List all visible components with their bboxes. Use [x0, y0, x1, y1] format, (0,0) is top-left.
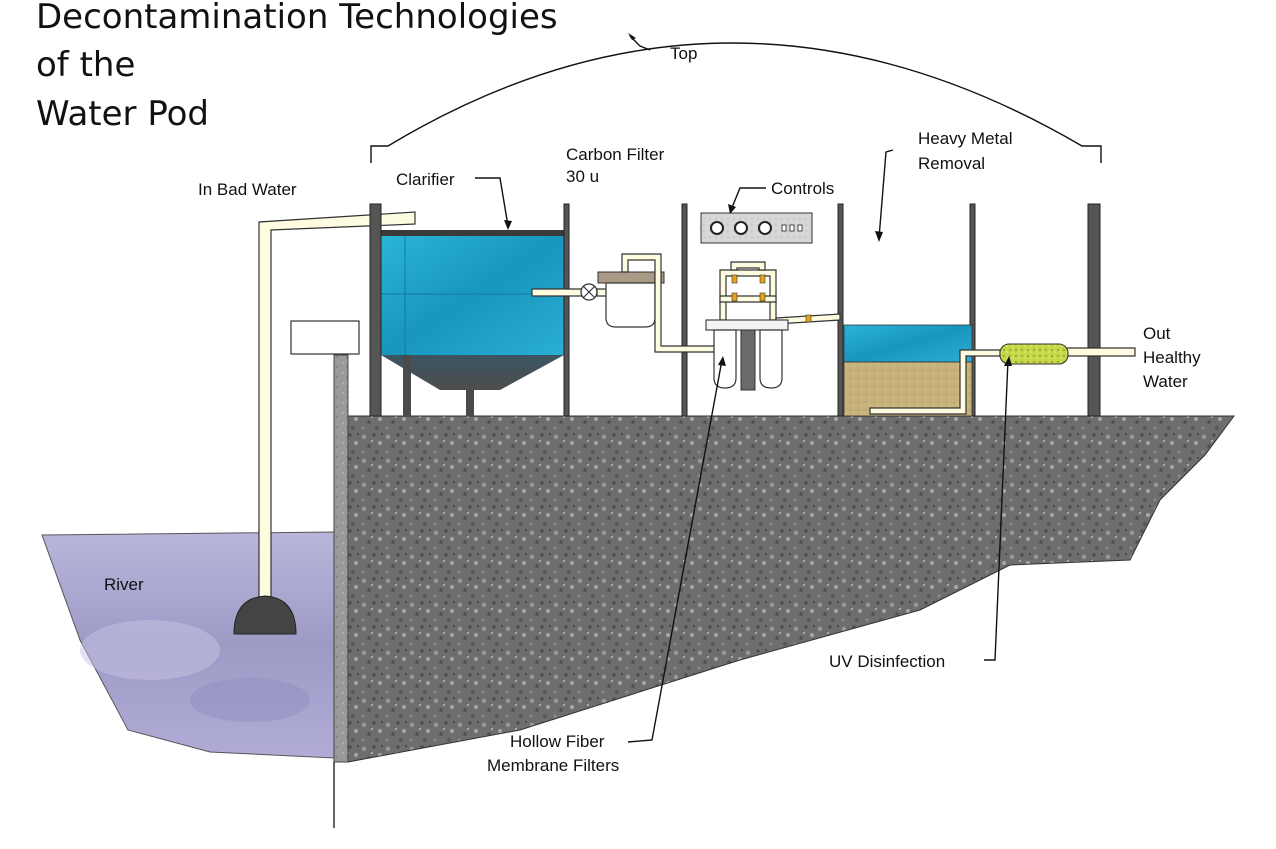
- arrowhead-icon: [504, 220, 512, 230]
- label-out: Out: [1143, 324, 1171, 343]
- support-post: [369, 203, 382, 417]
- carbon-filter-cap: [597, 271, 665, 284]
- clarifier-rim: [381, 230, 564, 236]
- support-post: [681, 203, 688, 417]
- dome-top-outline: [370, 42, 1102, 163]
- control-switch-icon: [797, 224, 803, 232]
- label-heavy-metal-removal: Removal: [918, 154, 985, 173]
- membrane-leader: [627, 359, 723, 743]
- label-membrane-filters: Membrane Filters: [487, 756, 619, 775]
- ground-slab: [347, 415, 1235, 763]
- heavy-metal-leader: [878, 149, 894, 239]
- label-top: Top: [670, 44, 697, 63]
- clarifier-leg: [403, 355, 411, 416]
- control-switch-icon: [789, 224, 795, 232]
- label-uv-disinfection: UV Disinfection: [829, 652, 945, 671]
- label-out-healthy: Healthy: [1143, 348, 1201, 367]
- river-cloud: [80, 620, 220, 680]
- heavy-metal-media: [843, 361, 973, 417]
- label-heavy-metal: Heavy Metal: [918, 129, 1012, 148]
- retaining-wall: [333, 354, 349, 763]
- label-carbon-filter: Carbon Filter: [566, 145, 665, 164]
- valve-cross: [582, 285, 596, 299]
- intake-pump: [233, 595, 297, 635]
- label-river: River: [104, 575, 144, 594]
- membrane-manifold: [705, 261, 841, 391]
- support-post: [969, 203, 976, 417]
- support-post: [837, 203, 844, 417]
- arrowhead-icon: [728, 204, 736, 214]
- label-hollow-fiber: Hollow Fiber: [510, 732, 605, 751]
- clarifier-leader: [475, 177, 509, 227]
- clarifier-outlet-pipe: [531, 288, 583, 297]
- outlet-pipe: [1065, 347, 1136, 357]
- title-line-2: of the: [36, 45, 135, 85]
- title-line-3: Water Pod: [36, 94, 209, 134]
- heavy-metal-water: [843, 324, 973, 363]
- sign-box: [290, 320, 360, 355]
- arrowhead-icon: [718, 356, 726, 366]
- uv-leader: [984, 359, 1009, 661]
- label-controls: Controls: [771, 179, 834, 198]
- clarifier-cone: [381, 355, 564, 390]
- river-cloud: [190, 678, 310, 722]
- control-knob-icon: [734, 221, 748, 235]
- uv-lamp: [999, 343, 1069, 365]
- arrowhead-icon: [875, 231, 883, 242]
- label-carbon-filter-size: 30 u: [566, 167, 599, 186]
- controls-leader: [730, 187, 766, 211]
- label-clarifier: Clarifier: [396, 170, 455, 189]
- label-out-water: Water: [1143, 372, 1188, 391]
- control-knob-icon: [758, 221, 772, 235]
- arrowhead-icon: [1004, 356, 1012, 366]
- support-post: [1087, 203, 1101, 417]
- control-switch-icon: [781, 224, 787, 232]
- arrowhead-icon: [628, 33, 636, 40]
- label-in-bad-water: In Bad Water: [198, 180, 297, 199]
- carbon-filter-housing: [605, 282, 656, 328]
- clarifier-drain-leg: [466, 390, 474, 416]
- control-knob-icon: [710, 221, 724, 235]
- support-post: [563, 203, 570, 417]
- title-line-1: Decontamination Technologies: [36, 0, 558, 37]
